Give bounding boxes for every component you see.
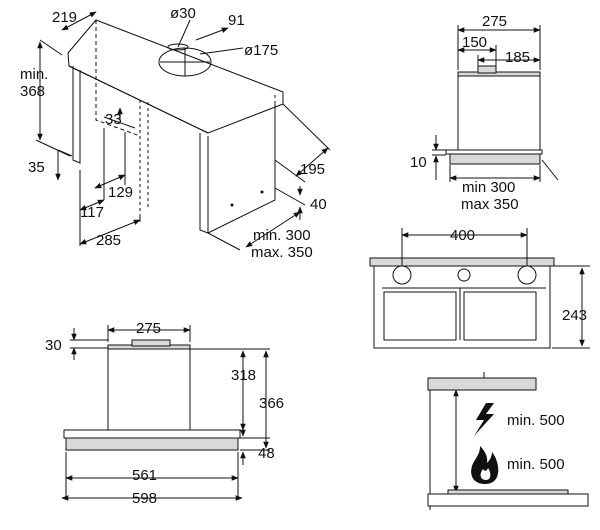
dim-318: 318 [231,367,256,384]
chimney-front [107,344,191,434]
canopy-top-front [63,429,241,439]
dim-33: 33 [105,111,122,128]
flame-icon [471,446,499,484]
front-underside-view: 400 243 [369,227,590,349]
dim-91: 91 [228,12,245,29]
dim-275-side: 275 [482,13,507,30]
duct-stub-side [477,65,497,74]
dim-366: 366 [259,395,284,412]
dim-30: 30 [45,337,62,354]
hood-canopy-clearance [427,377,537,391]
hood-body-side [457,71,541,151]
right-side-panel [207,104,276,234]
canopy-lower-side [449,153,541,165]
dim-129: 129 [108,184,133,201]
canopy-plate-side [445,149,543,155]
dim-10: 10 [410,154,427,171]
dim-195: 195 [300,161,325,178]
hidden-back-edge [95,20,141,137]
dim-range-max: max. 350 [251,244,313,261]
dim-150: 150 [462,34,487,51]
right-mount-hole [517,265,537,285]
dim-117: 117 [80,204,104,221]
clearance-view: min. 500 min. 500 [427,372,589,510]
left-mount-hole [392,265,412,285]
dim-368: 368 [20,83,45,100]
front-view: 275 30 318 366 48 561 598 [45,320,284,507]
canopy-bottom-front [65,437,239,451]
cooktop [427,493,589,507]
side-view: 275 150 185 10 min 300 max 350 [410,13,559,213]
dim-range-min: min. 300 [253,227,311,244]
duct-stub-front [131,339,171,347]
dim-side-range-max: max 350 [461,196,519,213]
dim-285: 285 [96,232,121,249]
dim-min-label: min. [20,66,48,83]
dim-dia-30: ø30 [170,5,196,22]
dim-185: 185 [505,49,530,66]
dim-48: 48 [258,445,275,462]
small-duct-opening [167,43,189,51]
dim-dia-175: ø175 [244,42,278,59]
dim-598: 598 [132,490,157,507]
dim-40: 40 [310,196,327,213]
left-side-panel [72,66,81,164]
dim-275-front: 275 [136,320,161,337]
dim-243: 243 [562,307,587,324]
isometric-view: 219 ø30 91 ø175 min. 368 33 35 129 117 [20,5,331,261]
dim-219: 219 [52,9,77,26]
top-plate-front-edge [68,65,209,134]
electric-clearance: min. 500 [507,412,565,429]
dim-561: 561 [132,467,157,484]
front-right-panel [199,133,209,234]
gas-clearance: min. 500 [507,456,565,473]
lightning-icon [474,403,494,436]
dim-400: 400 [450,227,475,244]
dim-35: 35 [28,159,45,176]
center-mount-hole [457,268,471,282]
dim-side-range-min: min 300 [462,179,515,196]
top-plate [67,19,284,134]
